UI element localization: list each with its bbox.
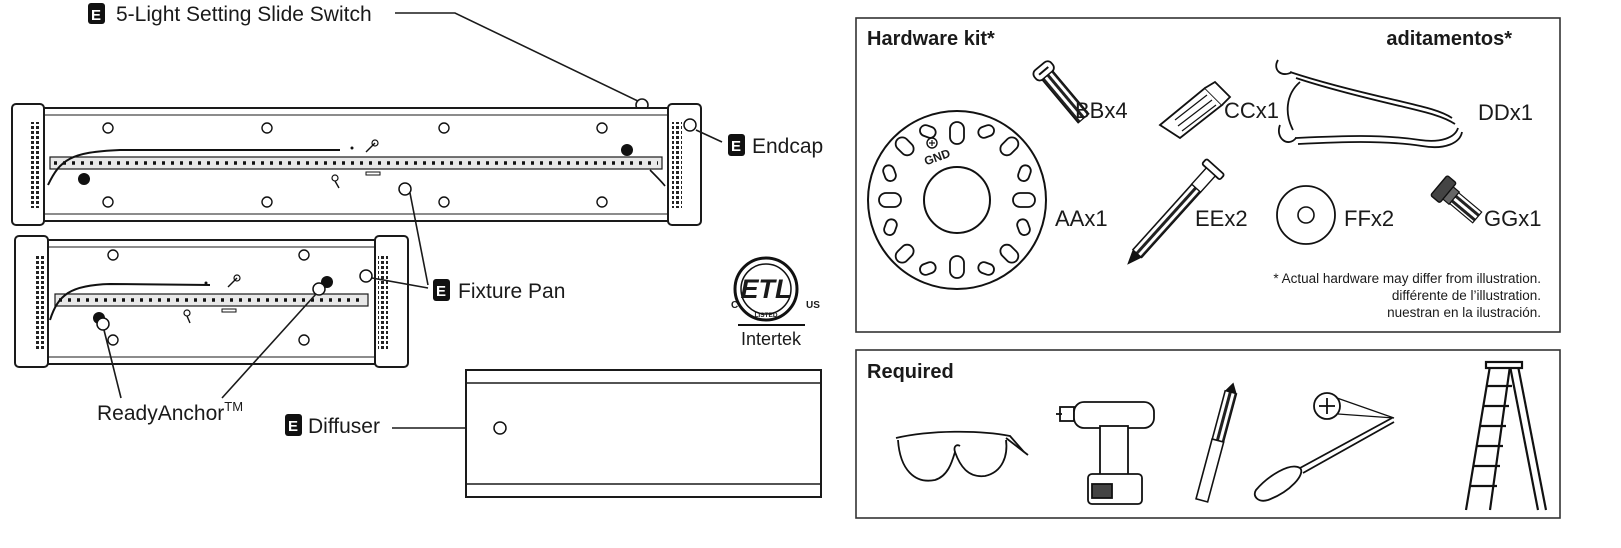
readyanchor-callout: ReadyAnchorTM xyxy=(97,293,317,425)
emblem-letter: E xyxy=(91,7,101,24)
machine-screw-icon xyxy=(1032,60,1090,124)
led-strip xyxy=(49,156,663,170)
required-title: Required xyxy=(867,361,954,383)
intertek-text: Intertek xyxy=(741,329,802,349)
etl-listed-mark: ETL LISTED C US Intertek xyxy=(731,256,820,349)
long-fixture xyxy=(11,103,702,226)
cordless-drill-icon xyxy=(1056,401,1155,505)
svg-text:E: E xyxy=(731,138,741,155)
drill-bit-icon xyxy=(1195,382,1238,503)
emblem-badge xyxy=(728,134,745,156)
endcap-label: Endcap xyxy=(752,135,823,158)
hardware-note-line-3: nuestran en la ilustración. xyxy=(1387,305,1541,320)
short-fixture xyxy=(14,235,409,368)
required-tools-box: Required xyxy=(855,349,1561,519)
hardware-note-line-1: * Actual hardware may differ from illust… xyxy=(1273,271,1541,286)
wood-screw-icon xyxy=(1127,158,1225,265)
svg-text:E: E xyxy=(288,418,298,435)
fixture-pan-callout: E Fixture Pan xyxy=(371,192,565,303)
svg-text:E: E xyxy=(436,283,446,300)
readyanchor-label: ReadyAnchorTM xyxy=(97,399,243,425)
diffuser xyxy=(465,369,822,498)
hardware-kit-box: Hardware kit* aditamentos* xyxy=(855,17,1561,333)
phillips-screwdriver-icon xyxy=(1253,392,1395,502)
emblem-badge xyxy=(433,279,450,301)
switch-callout: E 5-Light Setting Slide Switch xyxy=(88,3,649,112)
item-aa-code: AAx1 xyxy=(1055,206,1108,231)
chain-icon xyxy=(1275,59,1463,148)
emblem-badge xyxy=(88,3,105,24)
safety-glasses-icon xyxy=(895,430,1029,482)
us-letters: US xyxy=(806,300,820,311)
item-ee-code: EEx2 xyxy=(1195,206,1248,231)
led-strip-short xyxy=(54,293,369,307)
hardware-note-line-2: différente de l’illustration. xyxy=(1392,288,1541,303)
step-ladder-icon xyxy=(1464,360,1548,511)
etl-letters: ETL xyxy=(741,274,792,304)
hardware-kit-title: Hardware kit* xyxy=(867,28,995,50)
switch-label: 5-Light Setting Slide Switch xyxy=(116,3,372,26)
item-bb-code: BBx4 xyxy=(1075,98,1128,123)
listed-text: LISTED xyxy=(754,312,777,319)
endcap-callout: E Endcap xyxy=(695,129,823,158)
diffuser-callout: E Diffuser xyxy=(285,414,494,438)
emblem-badge xyxy=(285,414,302,436)
item-gg-code: GGx1 xyxy=(1484,206,1541,231)
fixture-pan-label: Fixture Pan xyxy=(458,280,565,303)
c-letter: C xyxy=(731,300,738,311)
diffuser-label: Diffuser xyxy=(308,415,380,438)
item-dd-code: DDx1 xyxy=(1478,100,1533,125)
item-ff-code: FFx2 xyxy=(1344,206,1394,231)
wire-nut-icon xyxy=(1158,80,1232,140)
item-cc-code: CCx1 xyxy=(1224,98,1279,123)
washer-icon xyxy=(1276,185,1336,245)
hardware-kit-title-right: aditamentos* xyxy=(1386,28,1512,50)
mounting-plate-icon: GND xyxy=(867,110,1047,290)
ground-screw-icon xyxy=(1430,175,1483,224)
trademark: TM xyxy=(224,399,243,414)
